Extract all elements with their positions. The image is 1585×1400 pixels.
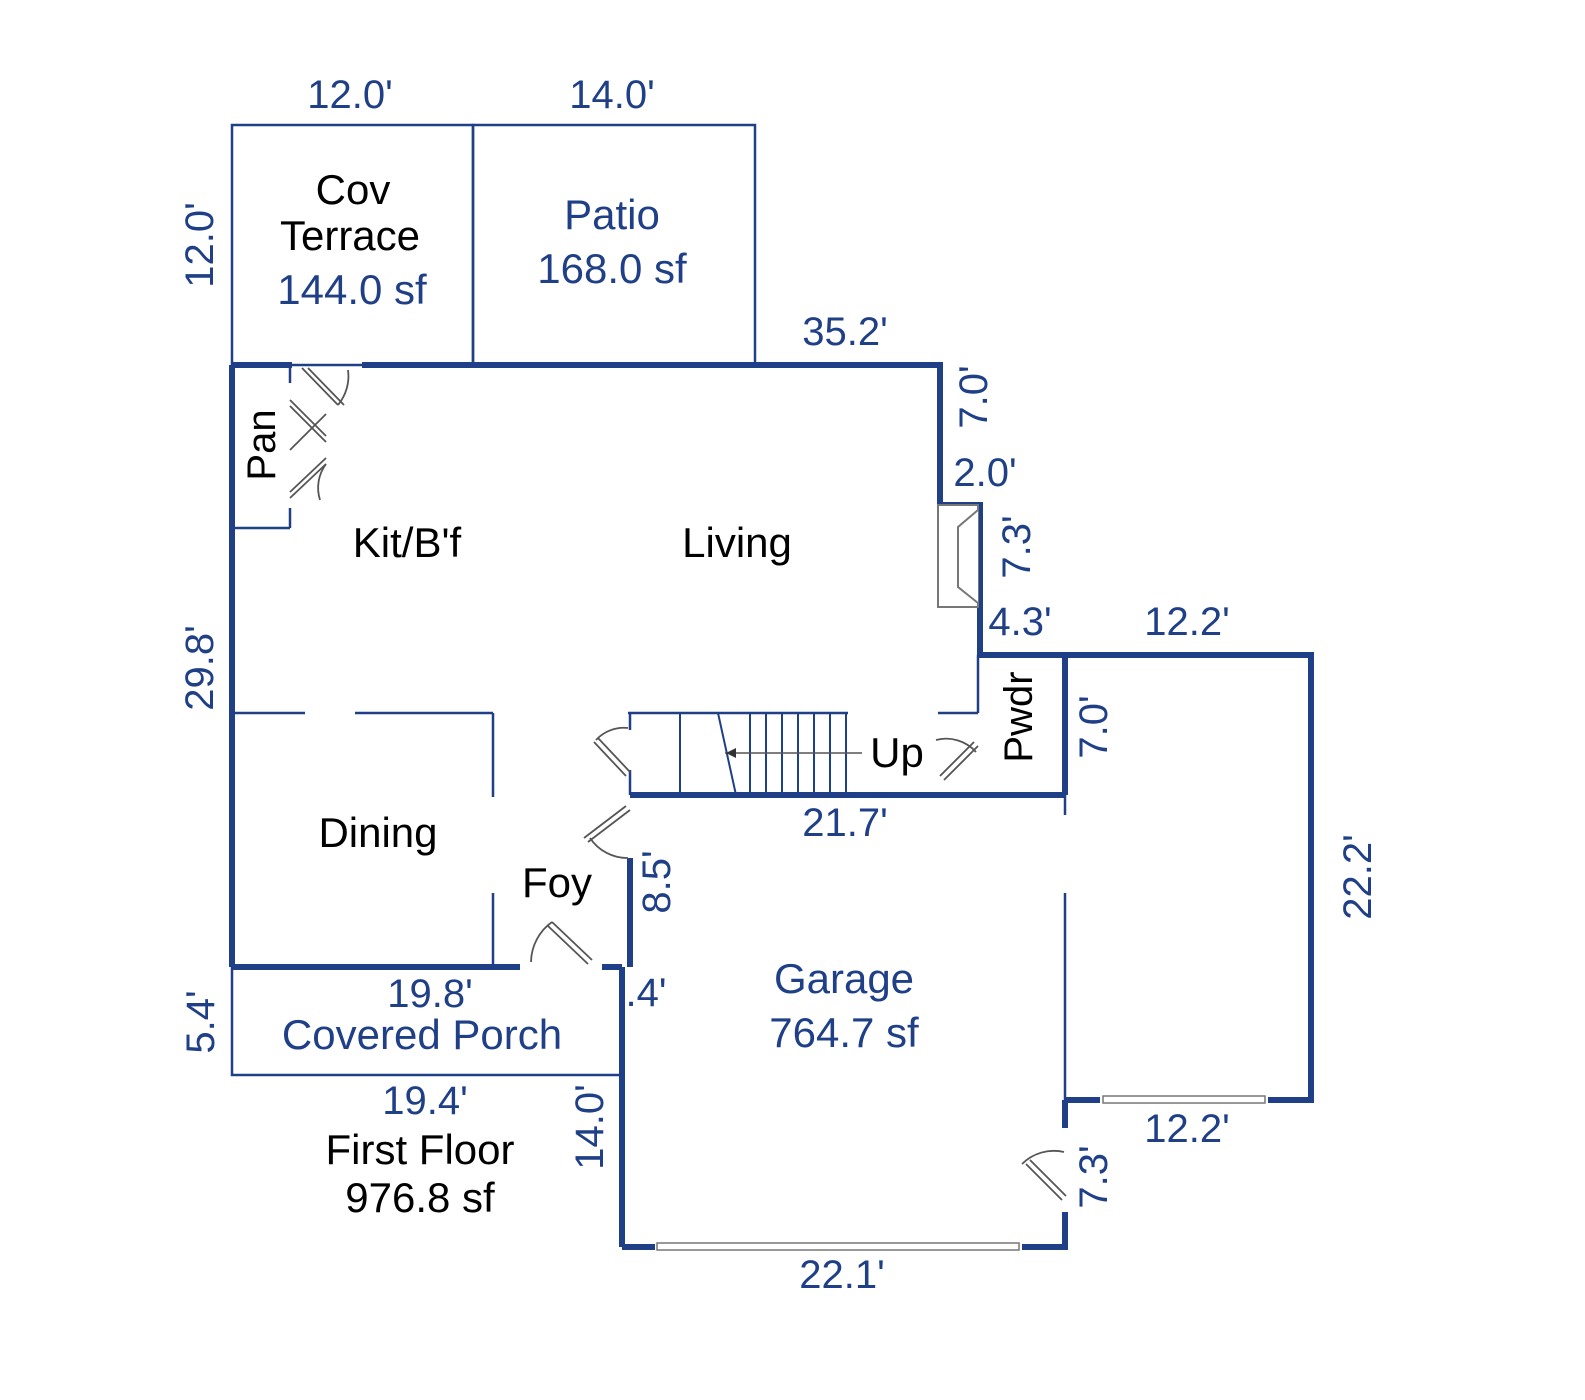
dim-stair-wall: 21.7' (802, 801, 888, 845)
floor-summary: First Floor 976.8 sf (326, 1126, 515, 1221)
dim-patio-width: 14.0' (569, 73, 655, 117)
interior-walls (232, 365, 1067, 1100)
staircase (679, 712, 862, 796)
dim-garage-top: 12.2' (1144, 600, 1230, 644)
room-stairs-up: Up (870, 729, 924, 776)
dim-porch-side: 5.4' (179, 990, 223, 1053)
dim-powder-height: 7.0' (1072, 695, 1116, 758)
dim-left-side: 29.8' (178, 625, 222, 711)
dim-porch-bottom: 19.4' (382, 1079, 468, 1123)
room-pantry: Pan (240, 409, 284, 480)
room-kitchen: Kit/B'f (353, 519, 462, 566)
room-garage-area: 764.7 sf (769, 1009, 919, 1056)
dimension-labels: 12.0' 14.0' 12.0' 35.2' 7.0' 2.0' 7.3' 4… (178, 73, 1380, 1297)
dim-porch-top: 19.8' (387, 972, 473, 1016)
dim-bump-out: 2.0' (953, 451, 1016, 495)
dim-garage-left: 14.0' (568, 1084, 612, 1170)
floor-area: 976.8 sf (345, 1174, 495, 1221)
dim-garage-right: 22.2' (1336, 834, 1380, 920)
room-patio-name: Patio (564, 191, 660, 238)
room-foyer: Foy (522, 859, 592, 906)
dim-house-top: 35.2' (802, 310, 888, 354)
covered-porch-outline (230, 967, 622, 1077)
room-dining: Dining (318, 809, 437, 856)
room-garage-name: Garage (774, 955, 914, 1002)
room-powder: Pwdr (997, 671, 1041, 762)
room-labels: Cov Terrace 144.0 sf Patio 168.0 sf Pan … (240, 166, 1041, 1058)
dim-step-in: 4.3' (988, 600, 1051, 644)
floor-name: First Floor (326, 1126, 515, 1173)
dim-fireplace-wall: 7.3' (995, 515, 1039, 578)
exterior-walls (229, 362, 1314, 1250)
dim-terrace-depth: 12.0' (178, 202, 222, 288)
dim-porch-jog: .4' (626, 971, 667, 1015)
dim-garage-lower-right: 12.2' (1144, 1107, 1230, 1151)
fireplace (937, 504, 979, 608)
room-cov-terrace-line1: Cov (316, 166, 391, 213)
dim-right-upper: 7.0' (952, 365, 996, 428)
room-cov-terrace-area: 144.0 sf (277, 266, 427, 313)
room-living: Living (682, 519, 792, 566)
room-patio-area: 168.0 sf (537, 245, 687, 292)
dim-foyer-wall: 8.5' (635, 850, 679, 913)
garage-doors (656, 1095, 1266, 1251)
room-cov-terrace-line2: Terrace (280, 212, 420, 259)
dim-garage-door-side: 7.3' (1072, 1145, 1116, 1208)
dim-garage-bottom: 22.1' (799, 1253, 885, 1297)
doors (289, 367, 1067, 1201)
room-covered-porch: Covered Porch (282, 1011, 562, 1058)
dim-terrace-width: 12.0' (307, 73, 393, 117)
